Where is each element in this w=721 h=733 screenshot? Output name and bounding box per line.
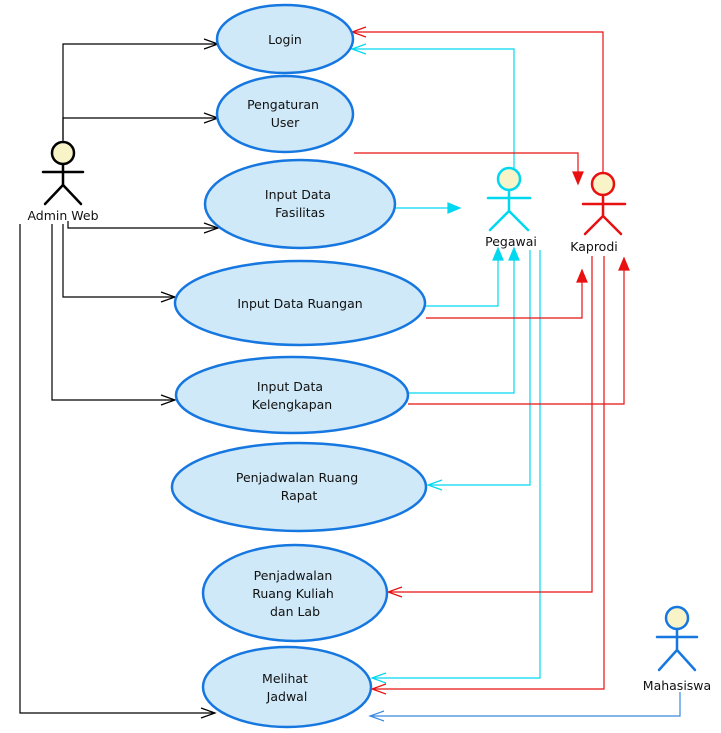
pegawai-arrowheads xyxy=(350,43,520,684)
arrowhead xyxy=(492,246,504,261)
pegawai-to-login-line xyxy=(352,48,515,168)
arrowhead xyxy=(447,202,462,214)
actor-label: Mahasiswa xyxy=(643,678,711,693)
kaprodi-associations xyxy=(352,31,625,690)
admin-to-pengaturan-user-line xyxy=(62,117,218,140)
use-case-input-data-fasilitas[interactable]: Input Data Fasilitas xyxy=(203,158,397,250)
arrowhead xyxy=(508,246,520,261)
use-case-label: Input Data Kelengkapan xyxy=(252,379,332,412)
arrowhead xyxy=(576,268,588,283)
arrowhead xyxy=(368,710,385,722)
actors: Admin Web Pegawai Kaprodi Mahasiswa xyxy=(27,140,711,693)
arrowhead xyxy=(426,479,443,491)
use-cases: Login Pengaturan User Input Data Fasilit… xyxy=(170,3,428,729)
arrowhead xyxy=(200,707,217,719)
kelengkapan-to-pegawai-line xyxy=(408,258,515,394)
pegawai-to-melihat-jadwal-line xyxy=(372,250,541,679)
use-case-label: Melihat Jadwal xyxy=(262,671,312,704)
use-case-label: Input Data Ruangan xyxy=(237,296,362,311)
admin-to-login-line xyxy=(62,43,218,165)
kaprodi-to-login-line xyxy=(352,31,604,173)
use-case-melihat-jadwal[interactable]: Melihat Jadwal xyxy=(201,645,373,729)
use-case-label: Penjadwalan Ruang Rapat xyxy=(236,470,362,503)
actor-legs xyxy=(657,648,697,672)
arrowhead xyxy=(370,672,387,684)
kaprodi-to-melihat-jadwal-line xyxy=(372,256,605,690)
actor-head xyxy=(50,140,76,166)
arrowhead xyxy=(618,256,630,271)
use-case-label: Login xyxy=(268,32,302,47)
pegawai-to-penjadwalan-rapat-line xyxy=(428,250,531,486)
actor-label: Kaprodi xyxy=(570,239,618,254)
admin-web-associations xyxy=(19,43,218,714)
use-case-input-data-kelengkapan[interactable]: Input Data Kelengkapan xyxy=(174,355,410,435)
actor-head xyxy=(664,605,690,631)
arrowhead xyxy=(350,43,367,55)
actor-head xyxy=(496,166,522,192)
admin-to-melihat-jadwal-line xyxy=(19,224,215,714)
actor-legs xyxy=(43,183,83,206)
kaprodi-arrowheads xyxy=(350,26,630,695)
ruangan-to-pegawai-line xyxy=(426,258,499,307)
actor-label: Pegawai xyxy=(485,234,537,249)
use-case-label: Input Data Fasilitas xyxy=(265,187,335,220)
admin-to-input-data-ruangan-line xyxy=(62,224,175,298)
actor-label: Admin Web xyxy=(27,208,98,223)
ruangan-to-kaprodi-line xyxy=(426,270,583,319)
mahasiswa-associations xyxy=(368,692,681,722)
arrowhead xyxy=(572,171,584,186)
actor-kaprodi[interactable]: Kaprodi xyxy=(570,171,627,254)
kaprodi-to-penjadwalan-kuliah-line xyxy=(388,256,593,593)
admin-to-input-data-kelengkapan-line xyxy=(51,224,175,401)
use-case-pengaturan-user[interactable]: Pengaturan User xyxy=(215,74,355,154)
arrowhead xyxy=(203,222,220,234)
arrowhead xyxy=(160,394,177,406)
use-case-penjadwalan-ruang-kuliah-dan-lab[interactable]: Penjadwalan Ruang Kuliah dan Lab xyxy=(201,543,389,643)
actor-admin-web[interactable]: Admin Web xyxy=(27,140,99,223)
pegawai-associations xyxy=(352,48,541,679)
pengaturan-to-kaprodi-line xyxy=(354,152,579,172)
use-case-label: Penjadwalan Ruang Kuliah dan Lab xyxy=(252,568,338,619)
actor-head xyxy=(590,171,616,197)
mahasiswa-to-melihat-jadwal-line xyxy=(370,692,681,717)
admin-to-input-data-fasilitas-line xyxy=(67,221,218,229)
actor-legs xyxy=(488,209,530,232)
actor-mahasiswa[interactable]: Mahasiswa xyxy=(643,605,711,693)
actor-pegawai[interactable]: Pegawai xyxy=(485,166,537,249)
use-case-login[interactable]: Login xyxy=(215,3,355,75)
use-case-penjadwalan-ruang-rapat[interactable]: Penjadwalan Ruang Rapat xyxy=(170,441,428,533)
use-case-input-data-ruangan[interactable]: Input Data Ruangan xyxy=(173,259,427,347)
actor-legs xyxy=(583,214,623,236)
use-case-label: Pengaturan User xyxy=(247,97,323,130)
kelengkapan-to-kaprodi-line xyxy=(408,258,625,405)
